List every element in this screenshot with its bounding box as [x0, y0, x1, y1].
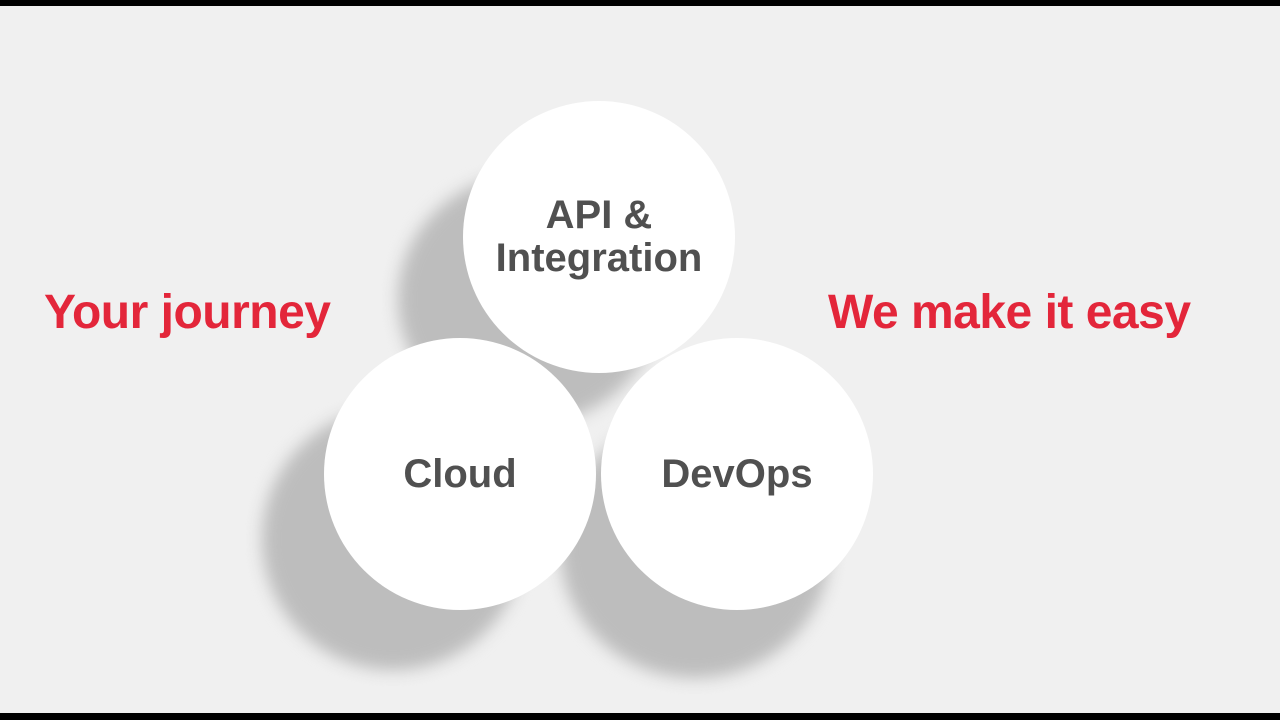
slide-canvas: Your journey We make it easy API & Integ…: [0, 6, 1280, 713]
api-integration-label-line1: API &: [545, 193, 653, 237]
cloud-circle: Cloud: [324, 338, 596, 610]
left-tagline: Your journey: [44, 286, 331, 339]
devops-circle: DevOps: [601, 338, 873, 610]
bottom-border: [0, 713, 1280, 720]
right-tagline: We make it easy: [828, 286, 1191, 339]
api-integration-circle: API & Integration: [463, 101, 735, 373]
api-integration-label: API & Integration: [496, 194, 703, 280]
devops-label: DevOps: [661, 451, 813, 496]
api-integration-label-line2: Integration: [495, 236, 703, 280]
cloud-label: Cloud: [403, 451, 517, 496]
